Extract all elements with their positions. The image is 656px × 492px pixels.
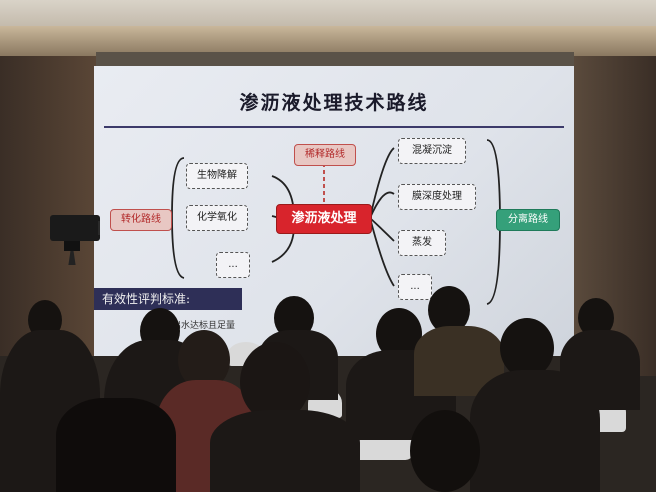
- conversion-route-label: 转化路线: [110, 209, 172, 231]
- effectiveness-criteria-bar: 有效性评判标准:: [94, 288, 242, 310]
- title-underline: [104, 126, 564, 128]
- audience-body: [56, 398, 176, 492]
- audience-body: [210, 410, 360, 492]
- right-item-membrane: 膜深度处理: [398, 184, 476, 210]
- projected-slide: 渗沥液处理技术路线 生物降解 化学氧化 ... 转化路线 稀释路线 渗沥液处理 …: [94, 66, 574, 356]
- separation-route-label: 分离路线: [496, 209, 560, 231]
- right-item-evaporation: 蒸发: [398, 230, 446, 256]
- slide-title: 渗沥液处理技术路线: [239, 92, 429, 114]
- center-node-leachate-treatment: 渗沥液处理: [276, 204, 372, 234]
- left-item-chemical-oxidation: 化学氧化: [186, 205, 248, 231]
- criteria-note: 出水达标且足量: [172, 321, 236, 331]
- audience-head: [410, 410, 480, 492]
- right-item-more: ...: [398, 274, 432, 300]
- audience-head: [500, 318, 554, 378]
- ceiling-beam: [0, 26, 656, 56]
- left-item-more: ...: [216, 252, 250, 278]
- video-camera-icon: [50, 215, 100, 265]
- dilution-route-label: 稀释路线: [294, 144, 356, 166]
- audience-head: [240, 342, 310, 422]
- screen-frame: [96, 52, 574, 70]
- right-item-coagulation: 混凝沉淀: [398, 138, 466, 164]
- left-item-biodegradation: 生物降解: [186, 163, 248, 189]
- audience-body: [560, 330, 640, 410]
